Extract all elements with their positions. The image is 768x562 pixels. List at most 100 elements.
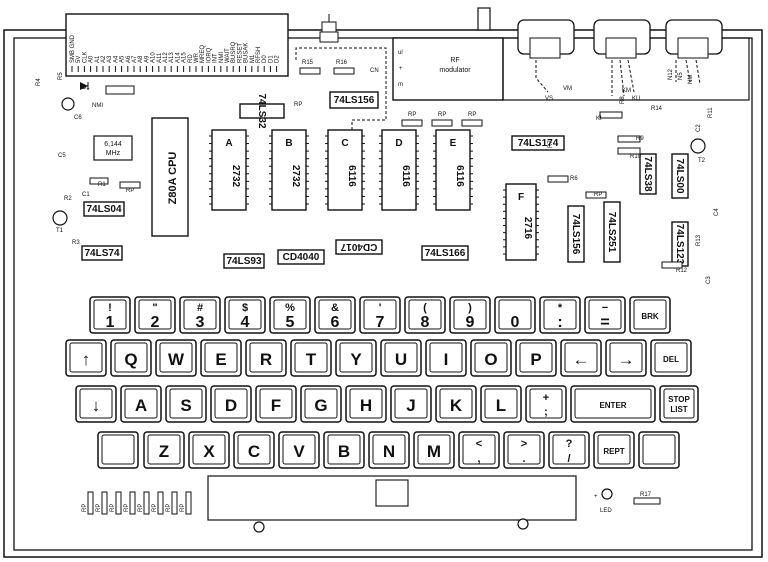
label-rp: RP — [408, 112, 416, 118]
key-row1-10[interactable]: *: — [539, 296, 581, 334]
connector-pin-label: A12 — [163, 52, 169, 63]
key-row1-6[interactable]: '7 — [359, 296, 401, 334]
label-r9: R9 — [636, 136, 644, 142]
key-row1-11[interactable]: −= — [584, 296, 626, 334]
chip-body — [81, 245, 123, 261]
resistor — [661, 261, 683, 269]
key-row2-3[interactable]: E — [200, 339, 242, 377]
key-row2-8[interactable]: I — [425, 339, 467, 377]
key-row2-4[interactable]: R — [245, 339, 287, 377]
key-row4-z[interactable]: Z — [143, 431, 185, 469]
connector-pin-label: SMB GND — [70, 34, 76, 63]
key-cap — [318, 299, 352, 330]
key-row4-m[interactable]: M — [413, 431, 455, 469]
key-row1-1[interactable]: "2 — [134, 296, 176, 334]
connector-pin-label: RESET — [237, 43, 243, 63]
key-row4-b[interactable]: B — [323, 431, 365, 469]
key-row4-punct-0[interactable]: <, — [458, 431, 500, 469]
key-cap — [273, 299, 307, 330]
key-row2-0[interactable]: ↑ — [65, 339, 107, 377]
key-row3-2[interactable]: S — [165, 385, 207, 423]
chip-part-number: 74LS32 — [256, 93, 267, 128]
key-label: 7 — [376, 314, 385, 331]
key-row2-1[interactable]: Q — [110, 339, 152, 377]
key-row1-3[interactable]: $4 — [224, 296, 266, 334]
key-cap — [574, 388, 652, 419]
key-row1-9[interactable]: 0 — [494, 296, 536, 334]
key-row2-6[interactable]: Y — [335, 339, 377, 377]
connector-pin-label: A8 — [138, 55, 144, 63]
key-row4-x[interactable]: X — [188, 431, 230, 469]
key-enter[interactable]: ENTER — [570, 385, 656, 423]
key-label: DEL — [663, 355, 679, 364]
key-row2-7[interactable]: U — [380, 339, 422, 377]
key-row1-5[interactable]: &6 — [314, 296, 356, 334]
key-label: K — [450, 396, 463, 415]
key-row2-12[interactable]: → — [605, 339, 647, 377]
key-shift-label: + — [543, 392, 549, 404]
key-row4-blank-left[interactable] — [97, 431, 139, 469]
label-d1: D1 — [82, 85, 90, 91]
key-row2-11[interactable]: ← — [560, 339, 602, 377]
key-row1-7[interactable]: (8 — [404, 296, 446, 334]
logic-chip-ls166: 74LS166 — [421, 245, 469, 261]
component-labels: R4 R5 D1 C7 C6 NMI C5 R1 C1 R2 T1 R3 R15… — [36, 60, 720, 498]
key-row3-7[interactable]: J — [390, 385, 432, 423]
key-row3-8[interactable]: K — [435, 385, 477, 423]
key-row2-13[interactable]: DEL — [650, 339, 692, 377]
chip-part-number: 2732 — [230, 165, 241, 188]
key-row2-5[interactable]: T — [290, 339, 332, 377]
key-row4-blank-right[interactable] — [638, 431, 680, 469]
chip-part-number: 6116 — [454, 165, 465, 187]
key-row1-0[interactable]: !1 — [89, 296, 131, 334]
resistor — [401, 119, 423, 127]
key-row2-9[interactable]: O — [470, 339, 512, 377]
key-row1-2[interactable]: #3 — [179, 296, 221, 334]
connector-pin-label: IORQ — [206, 47, 212, 63]
key-row4-c[interactable]: C — [233, 431, 275, 469]
key-row3-4[interactable]: F — [255, 385, 297, 423]
key-row4-n[interactable]: N — [368, 431, 410, 469]
key-shift-label: % — [285, 302, 295, 314]
chip-body — [505, 183, 537, 261]
key-row3-1[interactable]: A — [120, 385, 162, 423]
chip-body — [211, 129, 247, 211]
key-shift-label: & — [331, 302, 339, 314]
key-row2-10[interactable]: P — [515, 339, 557, 377]
chip-part-number: 74LS156 — [570, 214, 581, 255]
key-cap — [124, 388, 158, 419]
key-row1-12[interactable]: BRK — [629, 296, 671, 334]
key-cap — [417, 434, 451, 465]
key-label: = — [600, 314, 609, 331]
key-row3-5[interactable]: G — [300, 385, 342, 423]
key-row1-8[interactable]: )9 — [449, 296, 491, 334]
key-row3-9[interactable]: L — [480, 385, 522, 423]
key-label: G — [314, 396, 327, 415]
chip-body — [335, 239, 383, 255]
key-row3-0[interactable]: ↓ — [75, 385, 117, 423]
chip-part-number: 74LS93 — [226, 256, 261, 267]
key-row4-punct-1[interactable]: >. — [503, 431, 545, 469]
key-label: D — [225, 396, 237, 415]
connector-pin-label: D0 — [262, 55, 268, 63]
resistor — [143, 491, 150, 515]
key-shift-label: $ — [242, 302, 248, 314]
key-cap — [304, 388, 338, 419]
key-semicolon[interactable]: +; — [525, 385, 567, 423]
key-cap — [282, 434, 316, 465]
chip-part-number: 74LS123 — [674, 224, 685, 265]
key-rept[interactable]: REPT — [593, 431, 635, 469]
key-label: / — [567, 453, 570, 465]
key-row4-punct-2[interactable]: ?/ — [548, 431, 590, 469]
key-label: ↓ — [92, 396, 101, 415]
connector-pin-label: RD — [188, 54, 194, 63]
key-row3-3[interactable]: D — [210, 385, 252, 423]
resistor — [157, 491, 164, 515]
key-row1-4[interactable]: %5 — [269, 296, 311, 334]
key-row3-6[interactable]: H — [345, 385, 387, 423]
key-row4-v[interactable]: V — [278, 431, 320, 469]
key-row2-2[interactable]: W — [155, 339, 197, 377]
label-r2: R2 — [64, 196, 72, 202]
